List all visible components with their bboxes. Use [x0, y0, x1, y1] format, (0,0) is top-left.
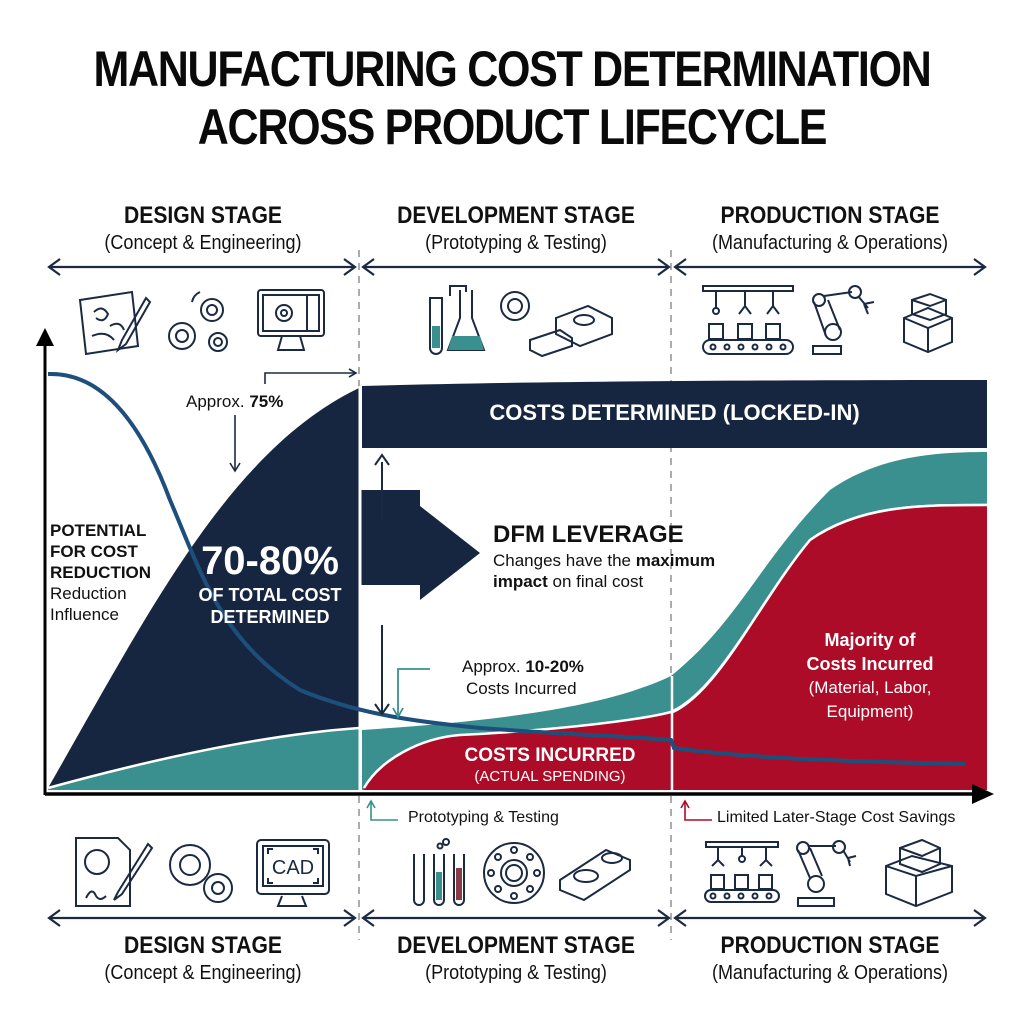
note-limited-later-stage-savings: Limited Later-Stage Cost Savings [717, 809, 956, 826]
top-stage-span-arrows [47, 258, 987, 276]
cad-label: CAD [272, 857, 314, 879]
dev-stage-vertical-arrows [374, 453, 390, 716]
note-prototyping-testing: Prototyping & Testing [408, 809, 559, 826]
dfm-leverage-arrow [359, 490, 480, 600]
conveyor-assembly-icon [702, 285, 794, 355]
top-stage-production-title: PRODUCTION STAGE [720, 202, 940, 229]
top-stage-design-subtitle: (Concept & Engineering) [104, 232, 302, 254]
approx-75-arrows [229, 368, 358, 473]
top-stage-design-title: DESIGN STAGE [123, 202, 283, 229]
approx-10-20-label: Approx. 10-20% Costs Incurred [462, 657, 584, 698]
gears-icon [168, 291, 228, 352]
conveyor-assembly-icon-bottom [704, 841, 780, 903]
page-title-line2: ACROSS PRODUCT LIFECYCLE [197, 99, 828, 155]
stage-dividers [358, 250, 672, 940]
test-tube-flask-icon [429, 285, 486, 355]
chart-axes [36, 328, 994, 804]
bottom-stage-design-title: DESIGN STAGE [123, 932, 283, 959]
approx-75-value: 75% [249, 392, 284, 411]
bottom-stage-span-arrows [47, 909, 987, 927]
potential-cost-reduction-label: POTENTIAL FOR COST REDUCTION Reduction I… [50, 521, 152, 624]
note-arrows [366, 799, 712, 821]
gear-icon [500, 291, 530, 321]
bottom-stage-design-subtitle: (Concept & Engineering) [104, 962, 302, 984]
page-title-line1: MANUFACTURING COST DETERMINATION [93, 41, 932, 97]
stacked-boxes-icon [903, 292, 953, 354]
bottom-stage-production-subtitle: (Manufacturing & Operations) [711, 962, 949, 984]
total-cost-determined-callout: 70-80% OF TOTAL COST DETERMINED [182, 538, 358, 628]
approx-10-20-bracket [392, 668, 430, 719]
flange-icon [483, 842, 545, 904]
sketch-paper-pencil-icon [78, 290, 152, 356]
machined-part-icon [529, 304, 613, 358]
cad-monitor-icon [256, 839, 330, 907]
bottom-stage-development-title: DEVELOPMENT STAGE [397, 932, 635, 959]
stacked-boxes-icon-bottom [885, 838, 953, 908]
top-stage-development-title: DEVELOPMENT STAGE [397, 202, 635, 229]
machined-block-icon [559, 848, 631, 902]
big-percent: 70-80% [201, 539, 339, 583]
robot-arm-icon-bottom [796, 840, 857, 907]
locked-in-label: COSTS DETERMINED (LOCKED-IN) [489, 400, 860, 425]
computer-gear-icon [257, 289, 325, 351]
majority-costs-incurred-label: Majority of Costs Incurred (Material, La… [806, 630, 934, 721]
top-stage-development-subtitle: (Prototyping & Testing) [425, 232, 607, 254]
costs-determined-area-design [48, 388, 359, 790]
gears-icon-bottom [169, 844, 233, 903]
cost-reduction-potential-curve [47, 371, 966, 766]
top-stage-production-subtitle: (Manufacturing & Operations) [711, 232, 949, 254]
robot-arm-icon [812, 285, 875, 355]
test-tubes-icon [413, 838, 465, 906]
signed-drawing-pencil-icon [75, 837, 154, 907]
costs-locked-in-band [362, 380, 987, 448]
costs-incurred-label: COSTS INCURRED (ACTUAL SPENDING) [464, 745, 636, 785]
bottom-stage-development-subtitle: (Prototyping & Testing) [425, 962, 607, 984]
bottom-stage-production-title: PRODUCTION STAGE [720, 932, 940, 959]
costs-incurred-teal-design [48, 728, 359, 790]
dfm-title: DFM LEVERAGE [493, 521, 684, 548]
dfm-leverage-callout: DFM LEVERAGE Changes have the maximum im… [493, 521, 716, 591]
approx-75-label: Approx. 75% [186, 392, 284, 411]
